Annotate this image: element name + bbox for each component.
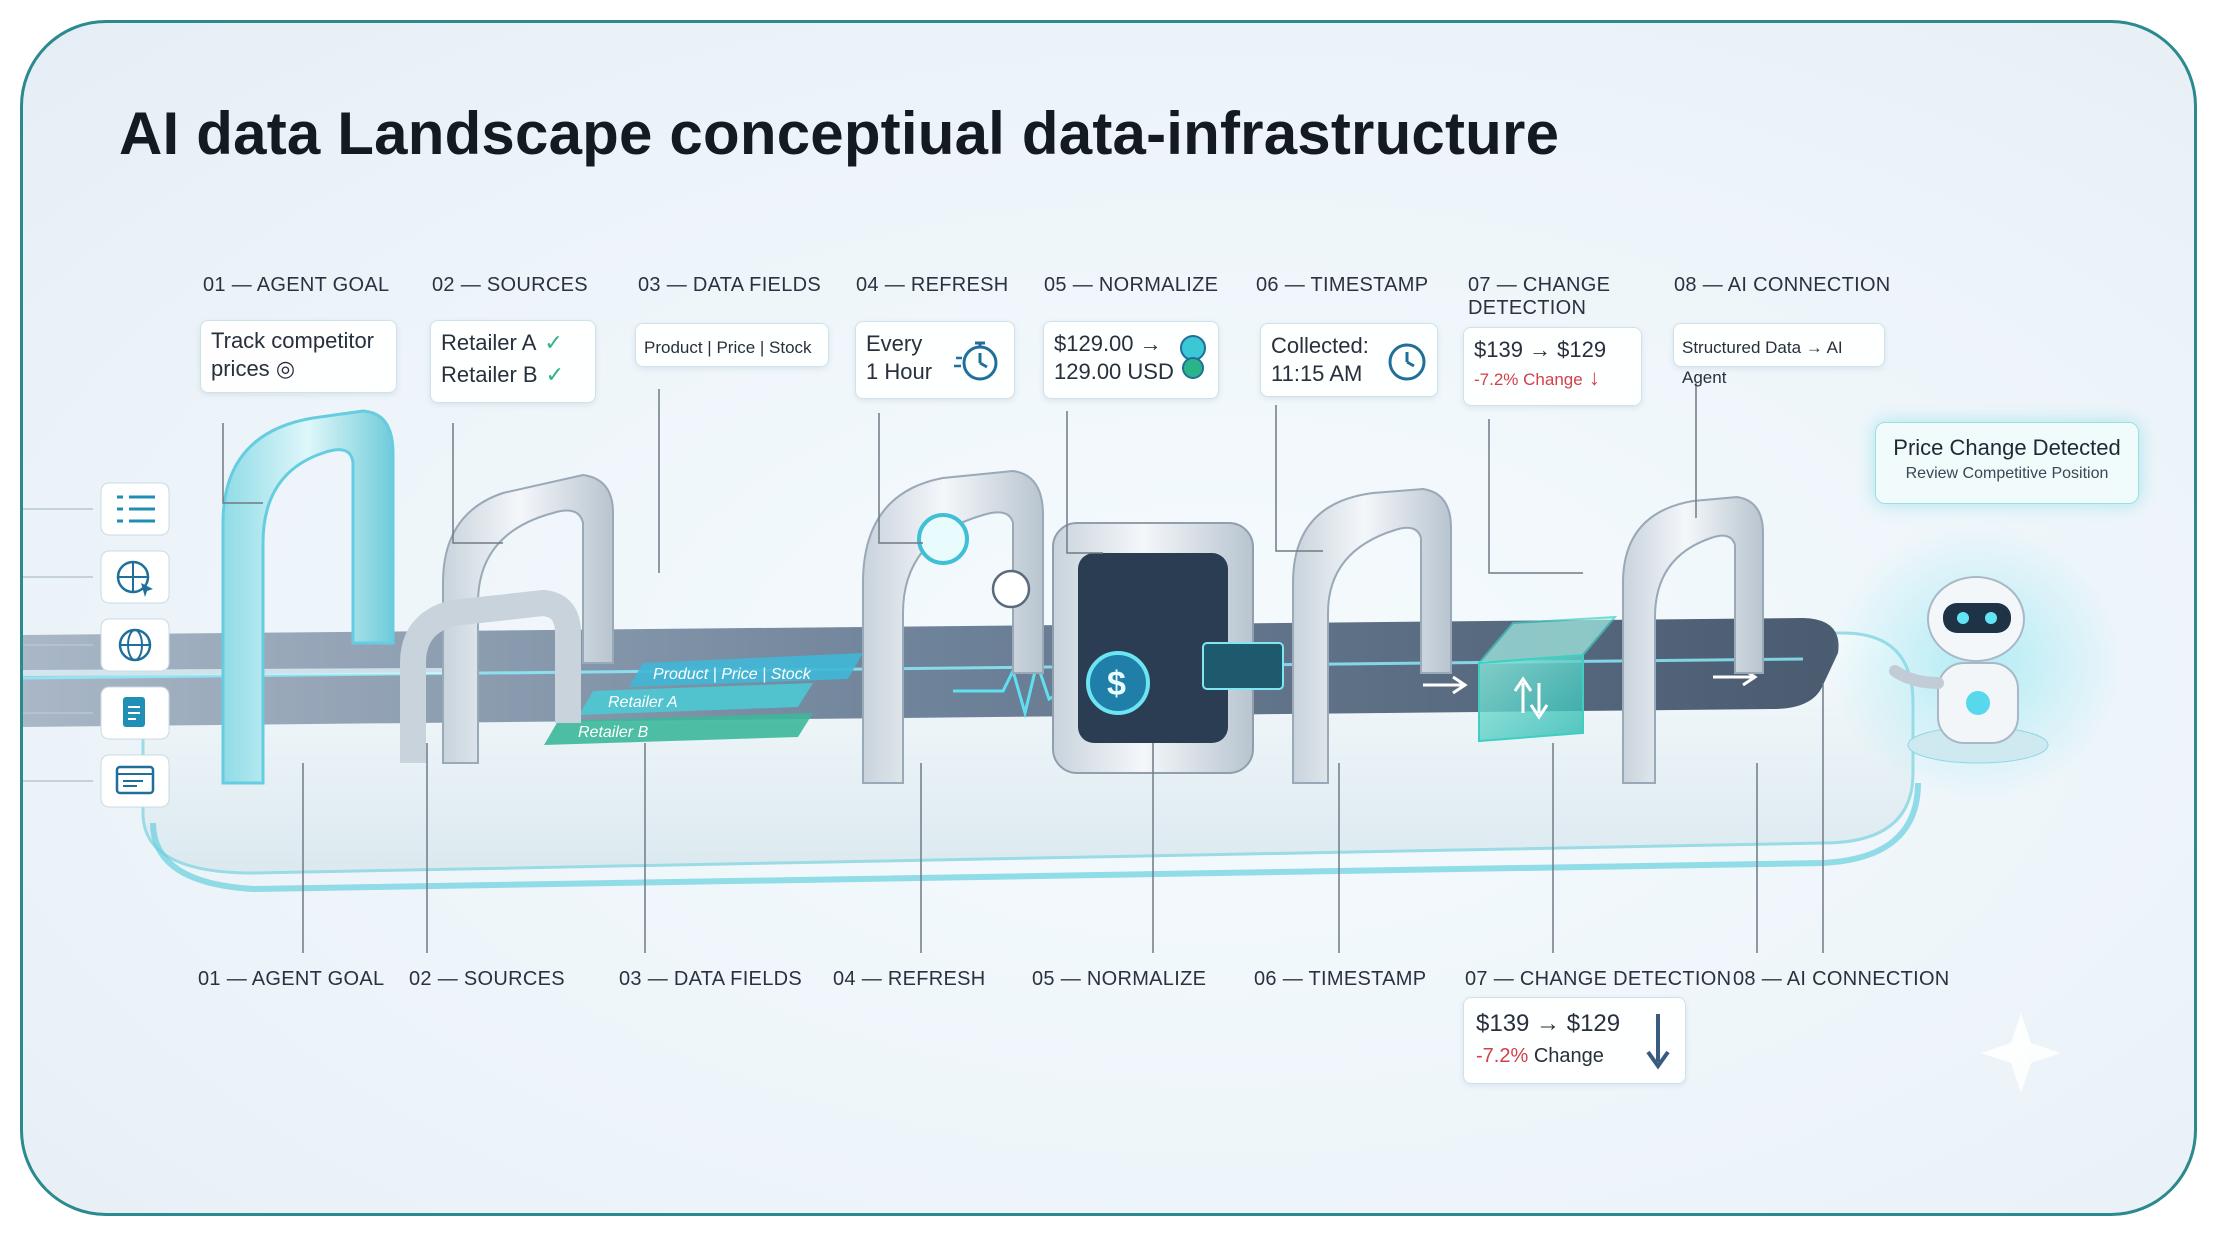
card-ai-connection: Structured Data → AI Agent xyxy=(1673,323,1885,387)
top-label-ai-connection: 08 — AI CONNECTION xyxy=(1674,274,1891,296)
goal-line-1: Track competitor xyxy=(211,328,375,353)
sparkle-icon xyxy=(1981,1013,2061,1093)
card-refresh: Every 1 Hour xyxy=(855,321,1015,399)
normalize-from: $129.00 → xyxy=(1054,331,1162,356)
check-icon: ✓ xyxy=(544,330,563,355)
notice-subtitle: Review Competitive Position xyxy=(1905,465,2109,482)
page-title: AI data Landscape conceptiual data-infra… xyxy=(119,100,1560,167)
source-retailer-b: Retailer B xyxy=(441,362,538,387)
card-data-fields: Product | Price | Stock xyxy=(635,323,829,367)
bottom-label-change-detection: 07 — CHANGE DETECTION xyxy=(1465,968,1732,990)
top-label-sources: 02 — SOURCES xyxy=(432,274,588,296)
goal-line-2: prices xyxy=(211,356,270,381)
card-change-detection: $139 → $129 -7.2% Change ↓ xyxy=(1463,327,1642,406)
gate-refresh xyxy=(862,469,1044,784)
top-label-timestamp: 06 — TIMESTAMP xyxy=(1256,274,1429,296)
change-pct: -7.2% Change xyxy=(1474,370,1583,389)
browser-icon xyxy=(100,754,170,808)
dollar-icon: $ xyxy=(1107,665,1126,703)
bottom-label-sources: 02 — SOURCES xyxy=(409,968,565,990)
pipeline-illustration: Product | Price | Stock Retailer A Retai… xyxy=(23,383,2128,1093)
change-cube xyxy=(1476,615,1618,743)
top-label-normalize: 05 — NORMALIZE xyxy=(1044,274,1219,296)
source-retailer-a: Retailer A xyxy=(441,330,537,355)
top-label-data-fields: 03 — DATA FIELDS xyxy=(638,274,822,296)
stopwatch-icon xyxy=(954,341,998,381)
gate-sources xyxy=(400,473,614,764)
refresh-line-2: 1 Hour xyxy=(866,359,933,384)
belt-tag-retailer-b: Retailer B xyxy=(544,713,813,745)
card-normalize: $129.00 → 129.00 USD xyxy=(1043,321,1219,399)
bottom-card-change-detection: $139 → $129 -7.2% Change xyxy=(1463,997,1686,1084)
ai-connection-text: Structured Data → AI Agent xyxy=(1682,338,1843,387)
top-label-agent-goal: 01 — AGENT GOAL xyxy=(203,274,390,296)
bottom-label-ai-connection: 08 — AI CONNECTION xyxy=(1733,968,1950,990)
belt-tag-retailer-a-text: Retailer A xyxy=(608,694,678,711)
belt-tag-fields-text: Product | Price | Stock xyxy=(653,666,812,683)
target-icon: ◎ xyxy=(275,356,296,381)
card-sources: Retailer A✓ Retailer B✓ xyxy=(430,320,596,403)
bottom-label-timestamp: 06 — TIMESTAMP xyxy=(1254,968,1427,990)
top-label-change-detection-2: DETECTION xyxy=(1468,297,1587,319)
bottom-label-normalize: 05 — NORMALIZE xyxy=(1032,968,1207,990)
bottom-label-refresh: 04 — REFRESH xyxy=(833,968,986,990)
belt-tag-retailer-b-text: Retailer B xyxy=(578,724,649,741)
globe-cursor-icon xyxy=(100,550,170,604)
coin-stack-icon xyxy=(1180,335,1206,379)
diagram-frame: AI data Landscape conceptiual data-infra… xyxy=(20,20,2197,1216)
top-label-change-detection-1: 07 — CHANGE xyxy=(1468,274,1611,296)
belt-tag-retailer-a: Retailer A xyxy=(579,683,813,715)
price-change-notice: Price Change Detected Review Competitive… xyxy=(1875,422,2139,504)
normalize-to: 129.00 USD xyxy=(1054,359,1174,384)
refresh-clock-icon xyxy=(991,569,1031,609)
card-agent-goal: Track competitor prices ◎ xyxy=(200,320,397,393)
refresh-line-1: Every xyxy=(866,331,923,356)
globe-icon xyxy=(100,618,170,672)
robot-icon xyxy=(1889,576,2049,764)
bottom-change-prices: $139 → $129 xyxy=(1476,1010,1621,1037)
gate-timestamp xyxy=(1292,487,1452,784)
bottom-label-agent-goal: 01 — AGENT GOAL xyxy=(198,968,385,990)
connector-lines xyxy=(222,383,1824,953)
change-prices: $139 → $129 xyxy=(1474,337,1607,362)
data-fields-text: Product | Price | Stock xyxy=(644,338,812,357)
bottom-label-data-fields: 03 — DATA FIELDS xyxy=(619,968,803,990)
clock-icon xyxy=(1388,343,1426,381)
down-arrow-icon: ↓ xyxy=(1588,365,1600,390)
down-arrow-icon xyxy=(1646,1014,1670,1070)
bottom-change-pct-value: -7.2% xyxy=(1476,1045,1529,1067)
card-timestamp: Collected: 11:15 AM xyxy=(1260,323,1438,397)
timestamp-line-2: 11:15 AM xyxy=(1271,361,1363,386)
bottom-change-pct-word: Change xyxy=(1533,1045,1604,1067)
timestamp-line-1: Collected: xyxy=(1271,333,1369,358)
normalize-machine: $ xyxy=(1052,522,1284,774)
gate-agent-goal xyxy=(221,409,395,785)
document-icon xyxy=(100,686,170,740)
refresh-gauge-icon xyxy=(917,513,969,565)
check-icon: ✓ xyxy=(545,362,565,387)
top-label-refresh: 04 — REFRESH xyxy=(856,274,1009,296)
belt-tag-fields: Product | Price | Stock xyxy=(629,653,863,687)
gate-ai-connection xyxy=(1622,495,1764,784)
notice-title: Price Change Detected xyxy=(1893,435,2121,460)
list-icon xyxy=(100,482,170,536)
